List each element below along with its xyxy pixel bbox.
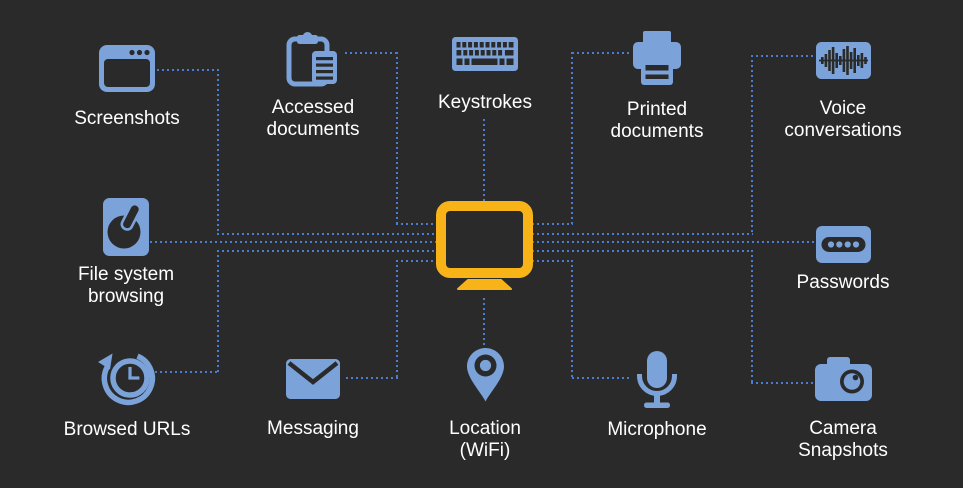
connector-keystrokes <box>483 119 485 206</box>
connector-browsed-urls <box>217 250 440 252</box>
node-label: File system browsing <box>77 264 175 307</box>
connector-camera-snapshots <box>751 382 813 384</box>
connector-messaging <box>396 260 440 262</box>
connector-messaging <box>396 260 398 379</box>
node-label: Camera Snapshots <box>798 418 888 461</box>
node-passwords: Passwords <box>753 226 933 294</box>
computer-node <box>436 201 533 298</box>
node-label: Passwords <box>796 272 890 293</box>
connector-browsed-urls <box>150 371 219 373</box>
node-browsed-urls: Browsed URLs <box>37 350 217 441</box>
node-screenshots: Screenshots <box>37 45 217 130</box>
microphone-icon <box>637 351 677 408</box>
node-accessed-documents: Accessed documents <box>223 31 403 141</box>
keyboard-icon <box>452 37 518 71</box>
connector-printed-documents <box>571 52 573 225</box>
browser-window-icon <box>99 45 155 92</box>
printer-icon <box>633 31 681 85</box>
node-label: Printed documents <box>610 99 704 142</box>
node-label: Location (WiFi) <box>449 418 521 461</box>
connector-messaging <box>346 377 398 379</box>
clipboard-icon <box>286 32 337 87</box>
connector-passwords <box>532 241 816 243</box>
map-pin-icon <box>466 348 504 402</box>
envelope-icon <box>286 359 340 399</box>
node-microphone: Microphone <box>567 351 747 441</box>
node-label: Messaging <box>267 418 359 439</box>
node-label: Accessed documents <box>266 97 360 140</box>
monitor-icon <box>436 201 533 290</box>
node-label: Keystrokes <box>438 92 532 113</box>
node-location-wifi: Location (WiFi) <box>395 348 575 462</box>
connector-printed-documents <box>532 223 573 225</box>
node-file-system-browsing: File system browsing <box>36 198 216 308</box>
connector-microphone <box>532 260 573 262</box>
node-label: Screenshots <box>74 108 180 129</box>
connector-microphone <box>572 377 630 379</box>
node-camera-snapshots: Camera Snapshots <box>753 356 933 462</box>
camera-icon <box>814 357 872 401</box>
node-messaging: Messaging <box>223 359 403 440</box>
hard-drive-icon <box>103 198 149 256</box>
waveform-icon <box>815 42 871 79</box>
connector-camera-snapshots <box>532 250 753 252</box>
node-label: Microphone <box>607 419 707 440</box>
connector-accessed-documents <box>396 223 440 225</box>
connector-camera-snapshots <box>751 250 753 384</box>
node-label: Voice conversations <box>784 98 902 141</box>
connector-microphone <box>571 260 573 379</box>
connector-voice-conversations <box>751 55 753 235</box>
node-voice-conversations: Voice conversations <box>753 42 933 142</box>
connector-accessed-documents <box>396 52 398 225</box>
connector-screenshots <box>217 69 219 235</box>
history-icon <box>98 353 156 406</box>
connector-screenshots <box>157 69 219 71</box>
connector-printed-documents <box>572 52 631 54</box>
node-printed-documents: Printed documents <box>567 31 747 143</box>
connector-location-wifi <box>483 298 485 350</box>
connector-accessed-documents <box>345 52 398 54</box>
connector-browsed-urls <box>217 250 219 373</box>
node-label: Browsed URLs <box>63 419 191 440</box>
node-keystrokes: Keystrokes <box>395 37 575 114</box>
connector-voice-conversations <box>751 55 816 57</box>
password-field-icon <box>815 226 871 263</box>
connector-screenshots <box>217 233 440 235</box>
connector-file-system-browsing <box>150 241 440 243</box>
connector-voice-conversations <box>532 233 753 235</box>
